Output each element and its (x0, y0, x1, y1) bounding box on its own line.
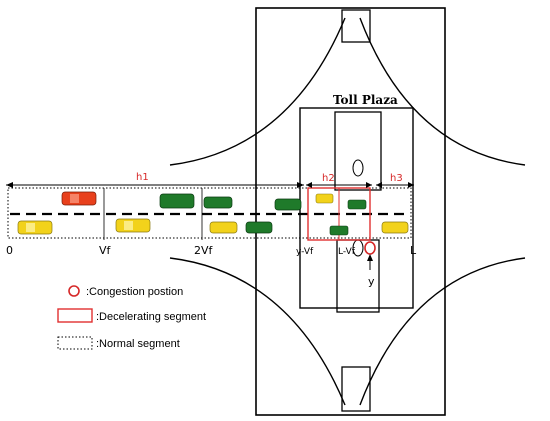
pos-0-label: 0 (6, 244, 13, 257)
car-green-5 (347, 199, 367, 210)
funnel-curve-top-left (169, 17, 346, 166)
pos-y-vf-label: y-Vf (296, 247, 314, 257)
legend-normal-label: :Normal segment (96, 338, 180, 350)
y-arrow-label: y (368, 275, 375, 288)
car-green-2 (203, 196, 233, 209)
booth-window-top (352, 159, 364, 177)
h3-arrow-left (376, 182, 382, 188)
congestion-marker (364, 241, 376, 255)
car-yellow-2 (115, 218, 151, 233)
h1-arrow-left (6, 182, 13, 188)
h1-arrow-right (297, 182, 304, 188)
funnel-curve-top-right (359, 17, 526, 166)
bottom-gate-box (341, 366, 371, 412)
car-yellow-1 (17, 220, 53, 235)
legend-decelerating-label: :Decelerating segment (96, 311, 206, 323)
funnel-curve-bottom-right (359, 257, 526, 406)
pos-vf-label: Vf (99, 244, 112, 257)
car-green-4 (245, 221, 273, 234)
toll-booth-top (334, 111, 382, 191)
car-red-1 (61, 191, 97, 206)
pos-l-label: L (410, 244, 417, 257)
road-normal-segment (7, 187, 412, 239)
legend-congestion-label: :Congestion postion (86, 286, 183, 298)
h2-arrow-right (366, 182, 372, 188)
h3-label: h3 (390, 173, 403, 184)
h2-label: h2 (322, 173, 335, 184)
y-arrow-head (367, 254, 373, 261)
toll-plaza-title: Toll Plaza (333, 93, 398, 107)
toll-plaza-outline (255, 7, 446, 416)
car-green-3 (274, 198, 302, 211)
legend: :Congestion postion :Decelerating segmen… (57, 285, 206, 350)
pos-l-vf-label: L-Vf (338, 247, 356, 257)
car-yellow-3 (209, 221, 238, 234)
legend-decelerating-symbol (57, 308, 93, 323)
legend-normal-symbol (57, 336, 93, 350)
h2-arrow-left (306, 182, 312, 188)
top-gate-box (341, 9, 371, 43)
car-green-6 (329, 225, 349, 236)
funnel-curve-bottom-left (169, 257, 346, 406)
h3-arrow-right (408, 182, 414, 188)
legend-congestion-symbol (68, 285, 80, 297)
car-yellow-4 (315, 193, 334, 204)
car-yellow-5 (381, 221, 409, 234)
car-green-1 (159, 193, 195, 209)
pos-2vf-label: 2Vf (194, 244, 214, 257)
h1-label: h1 (136, 172, 149, 183)
